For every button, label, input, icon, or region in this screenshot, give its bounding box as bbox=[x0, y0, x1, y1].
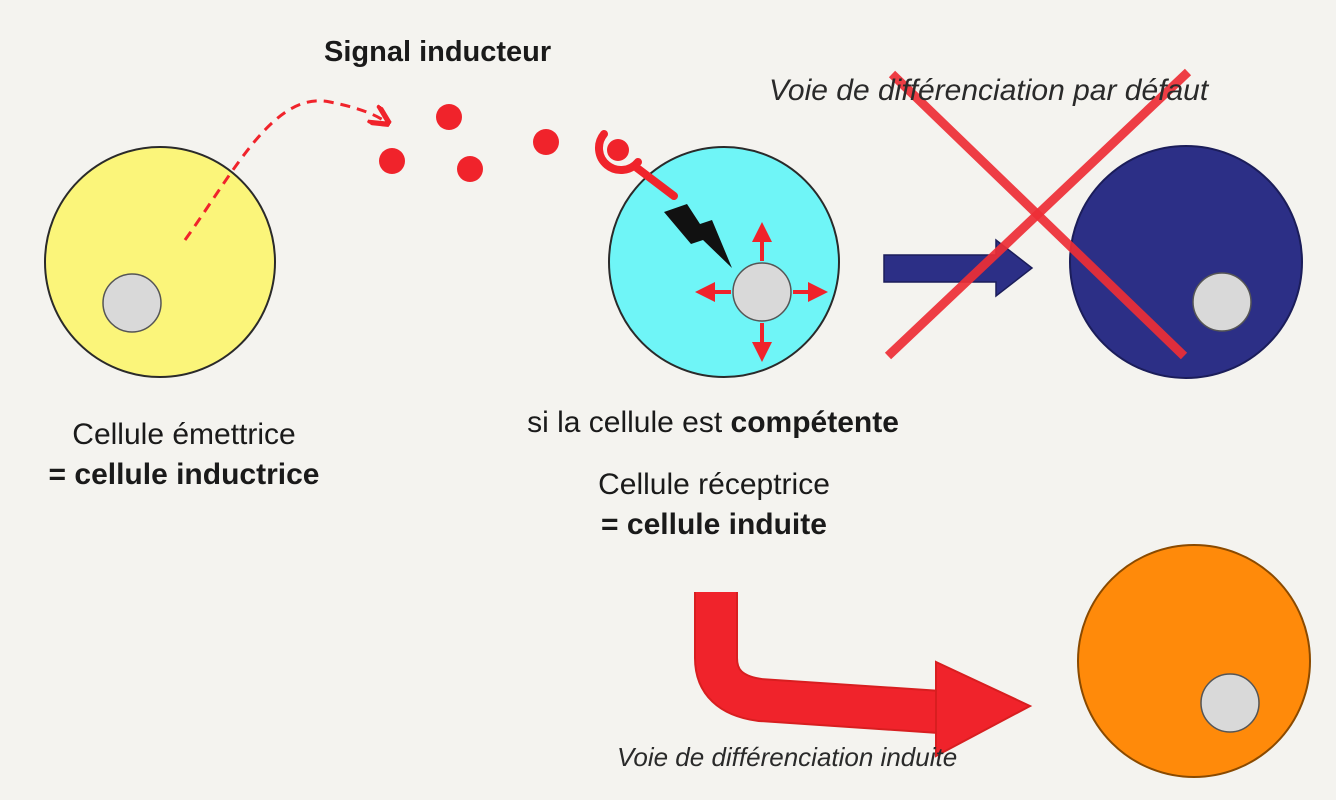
competence-label: si la cellule est compétente bbox=[527, 406, 899, 440]
competence-prefix: si la cellule est bbox=[527, 406, 731, 439]
emitter-role: cellule inductrice bbox=[74, 458, 320, 491]
default-fate-cell bbox=[1069, 145, 1303, 379]
signal-molecule bbox=[533, 129, 559, 155]
competence-word: compétente bbox=[730, 406, 899, 439]
default-fate-nucleus bbox=[1192, 272, 1252, 332]
signal-molecules bbox=[379, 104, 629, 182]
cross-icon bbox=[884, 68, 1192, 360]
induced-fate-nucleus bbox=[1200, 673, 1260, 733]
emitter-label-line2: = cellule inductrice bbox=[49, 458, 320, 492]
signal-molecule bbox=[436, 104, 462, 130]
nucleus-signal-arrows bbox=[695, 222, 828, 362]
default-path-label: Voie de différenciation par défaut bbox=[769, 74, 1209, 107]
induced-path-label: Voie de différenciation induite bbox=[617, 742, 958, 772]
receiver-label-line1: Cellule réceptrice bbox=[598, 468, 830, 501]
lightning-icon bbox=[664, 204, 732, 268]
signal-trajectory-arrow bbox=[183, 99, 383, 241]
receiver-equals: = bbox=[601, 508, 627, 541]
default-fate-cell-body bbox=[1069, 145, 1303, 379]
receptor-icon bbox=[594, 130, 678, 200]
signal-title: Signal inducteur bbox=[324, 36, 552, 68]
emitter-cell-body bbox=[44, 146, 276, 378]
receiver-cell bbox=[594, 130, 840, 378]
receiver-cell-body bbox=[608, 146, 840, 378]
signal-molecule bbox=[457, 156, 483, 182]
induced-fate-cell bbox=[1077, 544, 1311, 778]
emitter-nucleus bbox=[102, 273, 162, 333]
induced-fate-cell-body bbox=[1077, 544, 1311, 778]
emitter-label-line1: Cellule émettrice bbox=[72, 418, 296, 451]
signal-molecule-bound bbox=[607, 139, 629, 161]
receiver-role: cellule induite bbox=[626, 508, 827, 541]
curved-arrow-icon bbox=[694, 592, 1033, 758]
receiver-nucleus bbox=[732, 262, 792, 322]
receiver-label-line2: = cellule induite bbox=[601, 508, 827, 542]
signal-molecule bbox=[379, 148, 405, 174]
emitter-cell bbox=[44, 146, 276, 378]
emitter-equals: = bbox=[48, 458, 75, 491]
